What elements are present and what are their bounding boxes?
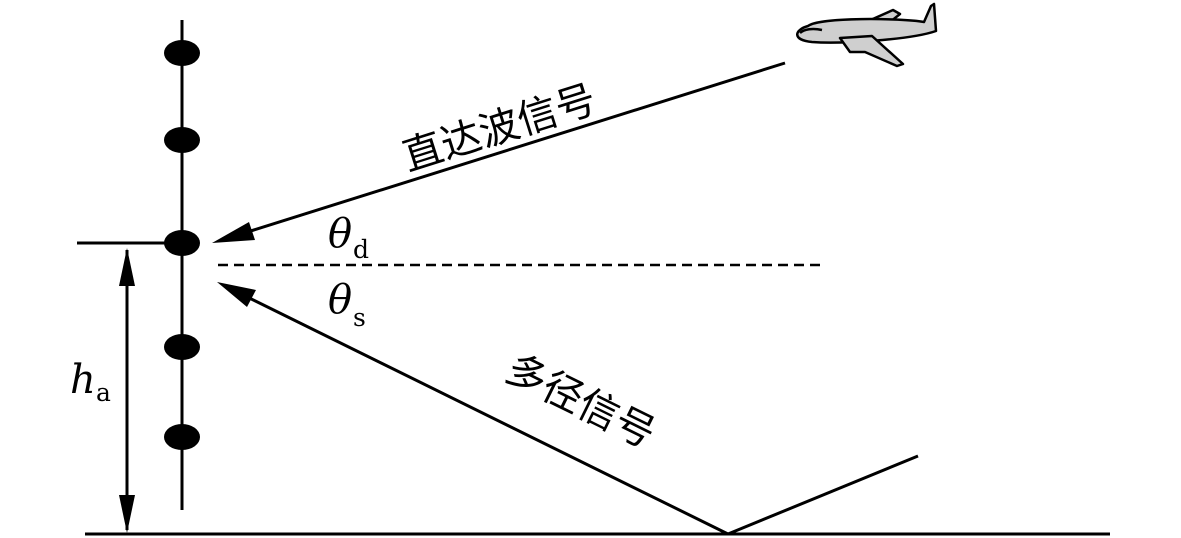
antenna-height-subscript: a xyxy=(96,378,111,407)
antenna-element xyxy=(164,40,200,66)
antenna-height-main: h xyxy=(70,357,96,403)
direct-signal-ray xyxy=(221,61,786,242)
direct-signal-label: 直达波信号 xyxy=(397,77,602,181)
multipath-signal-arrowhead xyxy=(217,282,256,307)
direct-angle-symbol: θ xyxy=(328,211,352,257)
specular-angle-symbol: θ xyxy=(328,277,352,323)
antenna-element xyxy=(164,424,200,450)
multipath-incident-ray xyxy=(727,454,919,536)
direct-angle-main: θ xyxy=(328,211,352,257)
multipath-reflected-ray xyxy=(224,284,729,536)
direct-angle-subscript: d xyxy=(353,235,369,264)
height-arrowhead-bottom xyxy=(119,495,135,533)
airplane-icon xyxy=(796,2,938,68)
antenna-height-symbol: h xyxy=(70,357,96,403)
antenna-element xyxy=(164,334,200,360)
height-arrowhead-top xyxy=(119,248,135,286)
specular-angle-subscript: s xyxy=(353,303,366,332)
specular-angle-main: θ xyxy=(328,277,352,323)
direct-signal-arrowhead xyxy=(212,222,255,243)
multipath-signal-label: 多径信号 xyxy=(499,346,663,458)
antenna-element xyxy=(164,127,200,153)
